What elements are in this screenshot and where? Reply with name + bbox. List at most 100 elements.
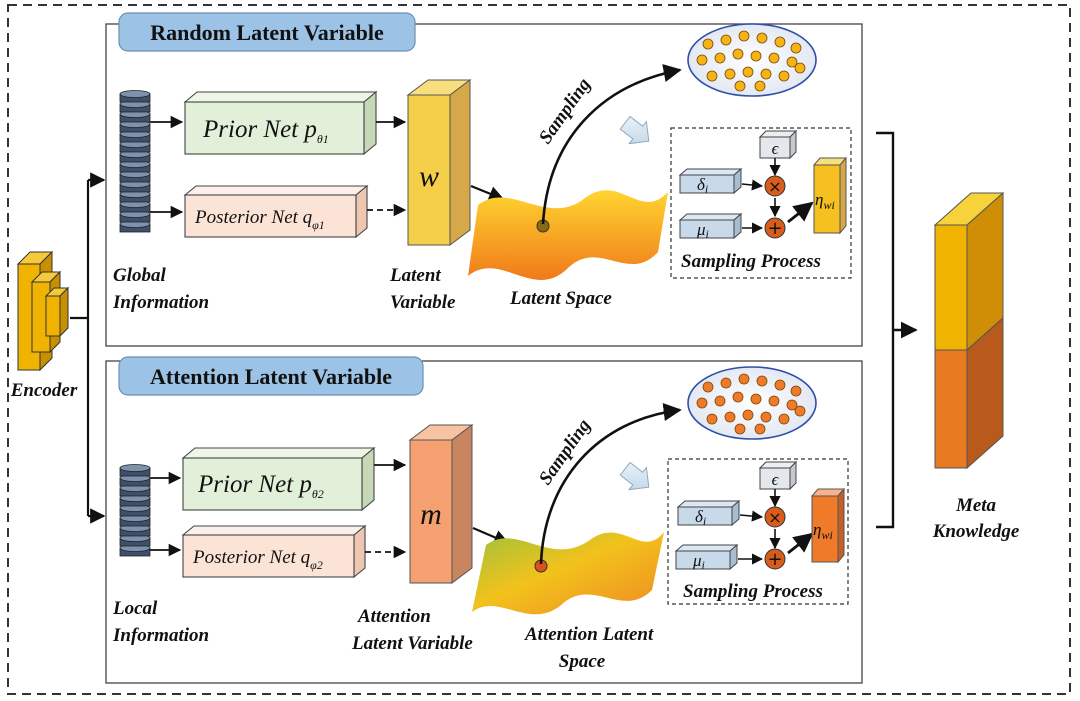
global-info-line1: Global — [113, 265, 167, 286]
mu-box-top: μi — [678, 212, 743, 241]
latent-space-surface-bottom — [472, 532, 664, 615]
latent-space-label-bottom-1: Attention Latent — [524, 624, 654, 645]
sample-dot — [778, 413, 790, 425]
sample-dot — [696, 54, 708, 66]
sample-dot — [774, 36, 786, 48]
sample-dot — [724, 411, 736, 423]
sample-dots-top — [696, 30, 806, 92]
posterior-net-box-bottom: Posterior Net qφ2 — [181, 524, 367, 579]
sample-dot — [706, 413, 718, 425]
sample-dot — [754, 423, 766, 435]
multiply-node-top — [764, 175, 786, 197]
svg-text:Prior Net pθ1: Prior Net pθ1 — [202, 116, 329, 146]
delta-sub-bottom: i — [703, 514, 706, 528]
sample-dot — [794, 405, 806, 417]
sample-dot — [790, 42, 802, 54]
sample-dot — [750, 50, 762, 62]
combine-bracket — [876, 131, 918, 529]
sample-dot — [742, 66, 754, 78]
meta-knowledge-line2: Knowledge — [932, 521, 1020, 542]
prior-net-label-top: Prior Net p — [202, 116, 317, 143]
sample-dot — [774, 379, 786, 391]
process-arrows-bottom — [738, 489, 814, 565]
mu-symbol-bottom: μ — [692, 551, 702, 570]
meta-knowledge-line1: Meta — [955, 495, 997, 516]
sample-dot — [734, 423, 746, 435]
database-disk-top — [119, 90, 151, 98]
delta-symbol-top: δ — [697, 175, 706, 194]
sample-dot — [786, 399, 798, 411]
mu-sub-bottom: i — [702, 558, 705, 572]
eta-sub-bottom: wi — [821, 528, 832, 542]
sample-dot — [706, 70, 718, 82]
sample-dot — [724, 68, 736, 80]
svg-text:ηwi: ηwi — [815, 190, 835, 212]
sample-dot — [794, 62, 806, 74]
db-to-nets-arrows-top — [150, 115, 407, 219]
hollow-arrow-bottom — [619, 461, 650, 491]
multiply-node-bottom — [764, 506, 786, 528]
sample-dot — [768, 52, 780, 64]
posterior-net-sub-bottom: φ2 — [310, 558, 323, 572]
eta-cube-bottom: ηwi — [810, 487, 846, 564]
sample-dot — [714, 52, 726, 64]
sampling-process-box-top — [670, 127, 852, 279]
add-node-top — [764, 217, 786, 239]
add-symbol-top: + — [767, 218, 782, 239]
svg-text:Prior Net pθ2: Prior Net pθ2 — [197, 471, 324, 501]
multiply-symbol-bottom: × — [768, 508, 781, 527]
eta-symbol-bottom: η — [813, 520, 821, 539]
delta-symbol-bottom: δ — [695, 507, 704, 526]
latent-label-bottom-1: Attention — [357, 606, 431, 627]
add-symbol-bottom: + — [767, 549, 782, 570]
svg-text:μi: μi — [696, 220, 709, 241]
epsilon-symbol-top: ϵ — [772, 139, 780, 158]
latent-space-surface-top — [468, 190, 668, 280]
global-information-database — [119, 90, 151, 233]
encoder-label: Encoder — [10, 380, 78, 401]
sample-dot — [760, 411, 772, 423]
top-panel-title: Random Latent Variable — [150, 20, 384, 45]
bottom-panel-title-box: Attention Latent Variable — [118, 356, 424, 396]
latent-variable-w: w — [406, 79, 472, 246]
db-to-nets-arrows-bottom — [150, 458, 407, 559]
sample-dot — [778, 70, 790, 82]
posterior-net-label-bottom: Posterior Net q — [192, 547, 311, 568]
latent-label-bottom-2: Latent Variable — [351, 633, 473, 654]
add-node-bottom — [764, 548, 786, 570]
mu-box-bottom: μi — [674, 543, 739, 572]
latent-symbol-w: w — [419, 160, 439, 193]
mu-sub-top: i — [706, 227, 709, 241]
prior-net-sub-top: θ1 — [317, 132, 329, 146]
sample-dot — [760, 68, 772, 80]
svg-text:μi: μi — [692, 551, 705, 572]
sample-dot — [742, 409, 754, 421]
sample-dot — [750, 393, 762, 405]
arrow-w-to-space — [470, 184, 505, 201]
posterior-net-label-top: Posterior Net q — [194, 207, 313, 228]
sampling-process-label-bottom: Sampling Process — [683, 581, 823, 602]
process-arrows-top — [741, 158, 814, 234]
epsilon-cube-top: ϵ — [758, 129, 798, 160]
database-disk-top — [119, 464, 151, 472]
svg-text:Posterior Net qφ1: Posterior Net qφ1 — [194, 207, 325, 232]
sample-dot — [768, 395, 780, 407]
eta-symbol-top: η — [815, 190, 823, 209]
top-panel-title-box: Random Latent Variable — [118, 12, 416, 52]
prior-net-sub-bottom: θ2 — [312, 487, 324, 501]
latent-space-label-bottom-2: Space — [559, 651, 606, 672]
sample-dot — [732, 391, 744, 403]
eta-cube-top: ηwi — [812, 156, 848, 235]
prior-net-label-bottom: Prior Net p — [197, 471, 312, 498]
local-info-line2: Information — [112, 625, 209, 646]
sampling-curve-top — [541, 64, 682, 225]
mu-symbol-top: μ — [696, 220, 706, 239]
bottom-panel-title: Attention Latent Variable — [150, 364, 392, 389]
sample-dot — [732, 48, 744, 60]
sample-dot — [720, 377, 732, 389]
sample-dot — [734, 80, 746, 92]
hollow-arrow-top — [619, 115, 650, 145]
prior-net-box-top: Prior Net pθ1 — [183, 90, 378, 156]
sample-dot — [756, 32, 768, 44]
encoder-branch-arrows — [70, 172, 106, 524]
